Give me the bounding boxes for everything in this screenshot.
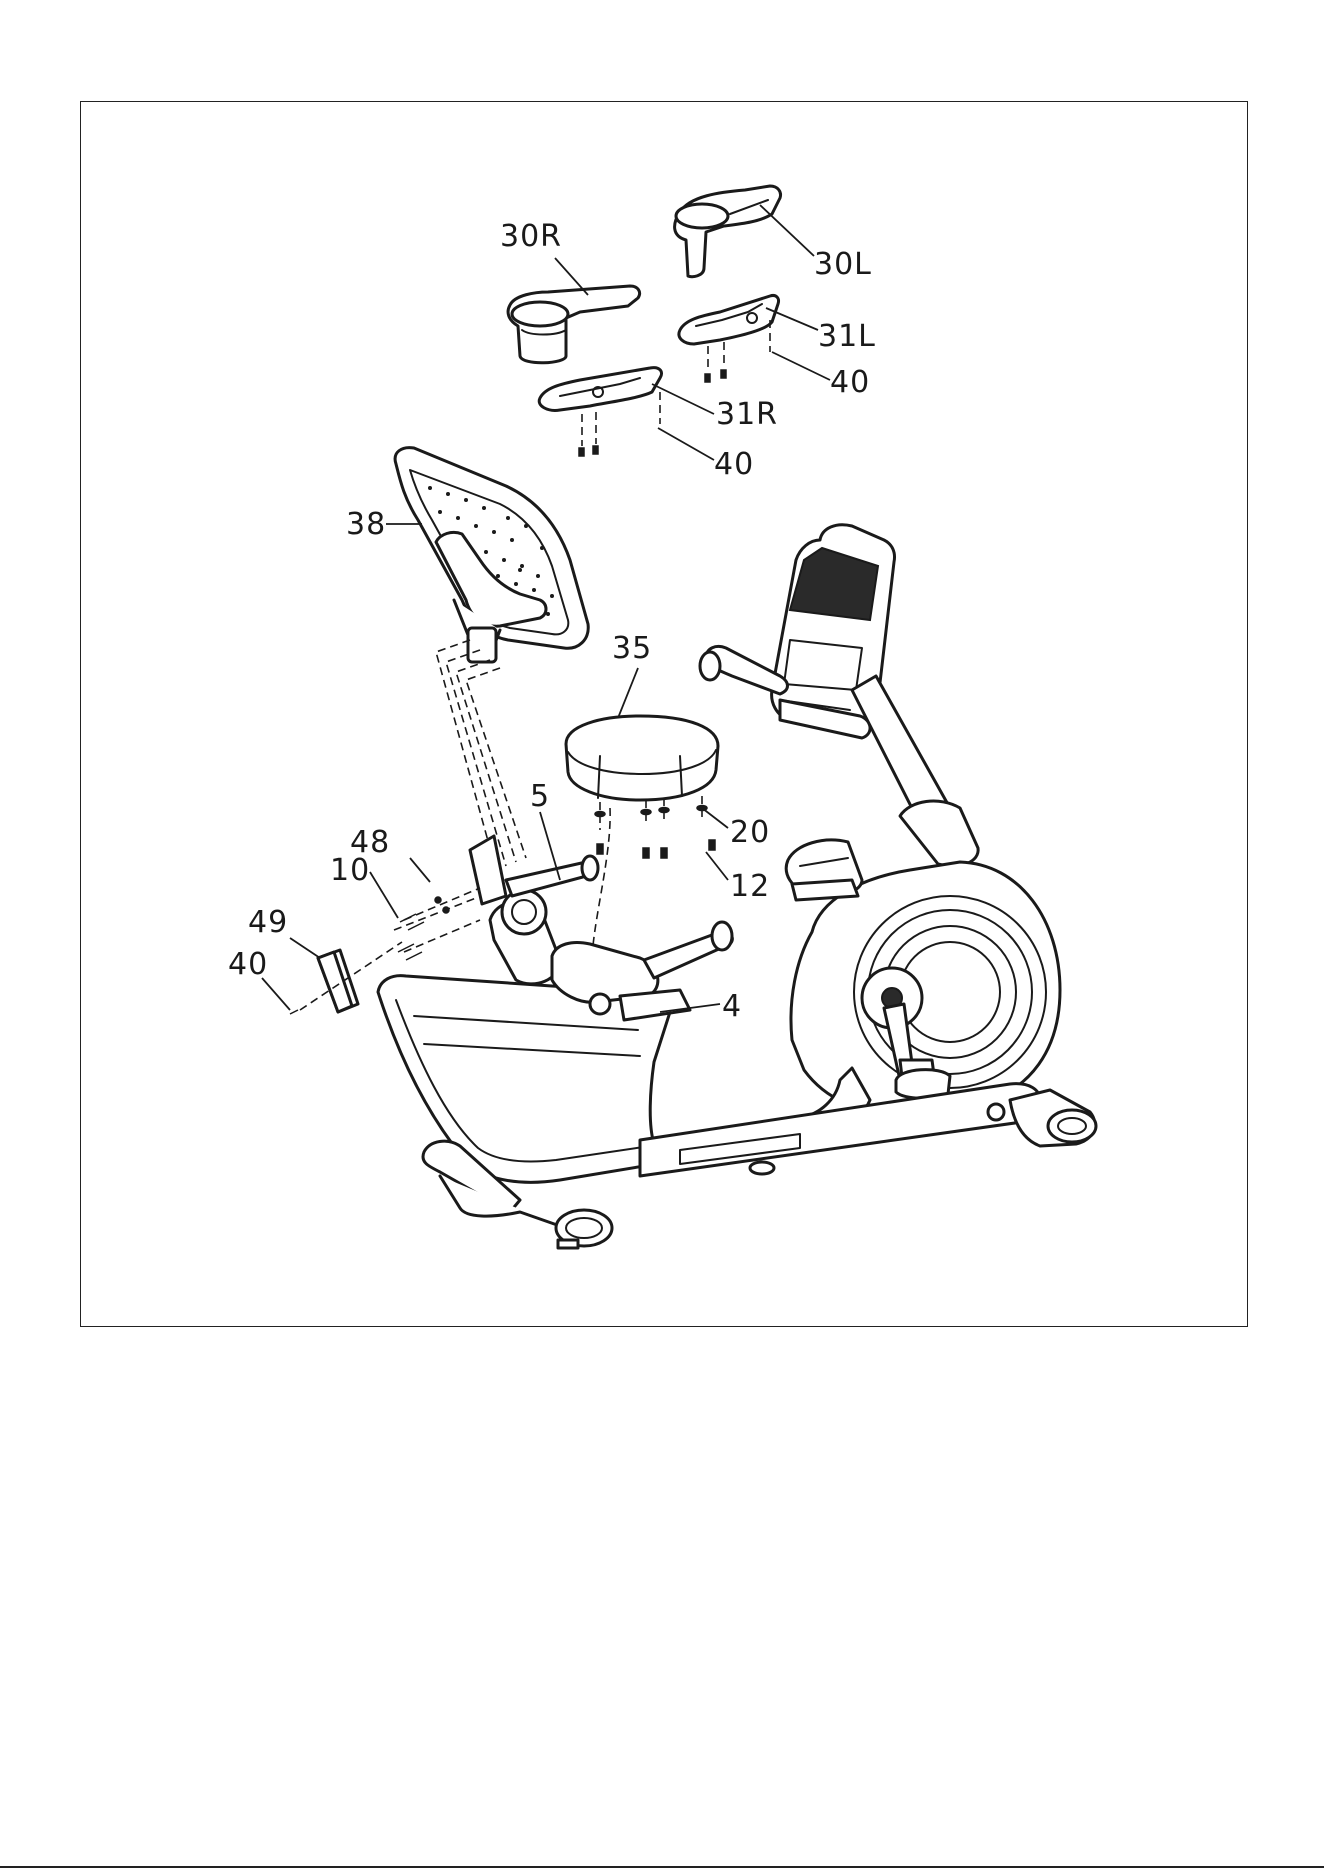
callout-10: 10	[330, 853, 370, 888]
backrest-38	[395, 448, 588, 662]
end-cap-49	[318, 950, 358, 1012]
callout-20: 20	[730, 815, 770, 850]
center-leveler	[750, 1162, 774, 1174]
bracket-31r	[539, 368, 661, 411]
callout-12: 12	[730, 869, 770, 904]
callout-31l: 31L	[818, 319, 876, 354]
callout-30l: 30L	[814, 247, 872, 282]
callout-5: 5	[530, 779, 550, 814]
page-bottom-rule	[0, 1866, 1324, 1868]
callout-38: 38	[346, 507, 386, 542]
callout-40-upper: 40	[830, 365, 870, 400]
cup-holder-30l	[675, 186, 781, 277]
backrest-guide-lines	[436, 640, 526, 870]
callout-35: 35	[612, 631, 652, 666]
callout-49: 49	[248, 905, 288, 940]
cup-holder-30r	[508, 286, 640, 363]
callout-40-middle: 40	[714, 447, 754, 482]
callout-30r: 30R	[500, 219, 562, 254]
callout-40-lower: 40	[228, 947, 268, 982]
callout-4: 4	[722, 989, 742, 1024]
console-mast	[852, 676, 978, 866]
pedal-upper	[786, 840, 862, 900]
seat-35	[566, 716, 718, 800]
bracket-31l	[679, 295, 779, 344]
callout-31r: 31R	[716, 397, 778, 432]
